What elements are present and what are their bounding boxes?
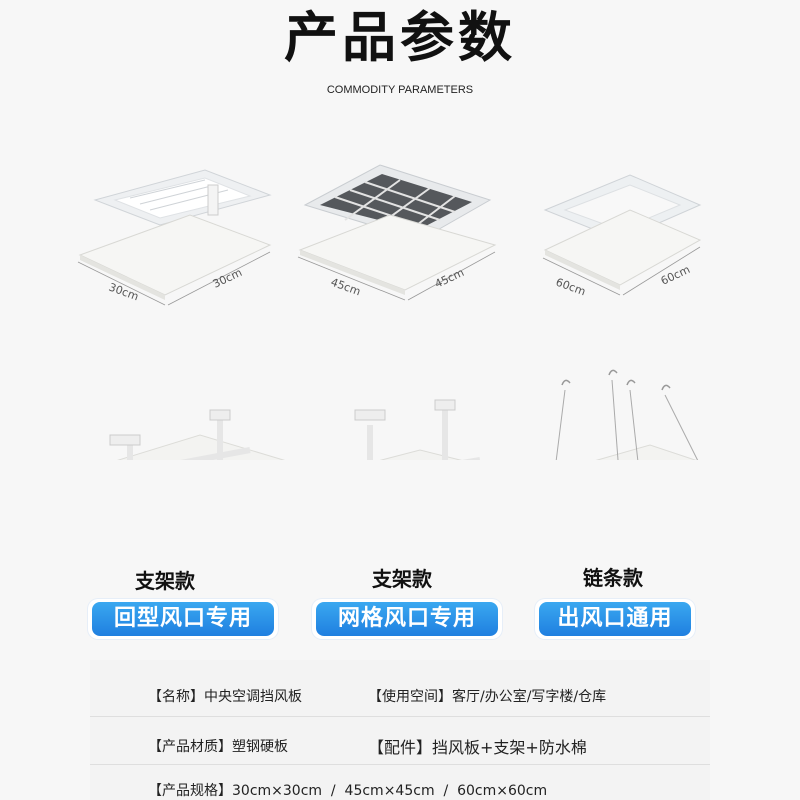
usage-tag-3: 出风口通用 (535, 599, 695, 639)
spec-divider-1 (90, 716, 710, 717)
vent-board-30 (78, 169, 272, 300)
spec-size: 【产品规格】30cm×30cm / 45cm×45cm / 60cm×60cm (148, 780, 547, 800)
spec-accessories-label: 【配件】 (368, 738, 433, 757)
spec-table: 【名称】中央空调挡风板 【使用空间】客厅/办公室/写字楼/仓库 【产品材质】塑钢… (90, 660, 710, 800)
spec-size-value: 30cm×30cm / 45cm×45cm / 60cm×60cm (232, 783, 548, 799)
spec-divider-2 (90, 764, 710, 765)
usage-tag-3-label: 出风口通用 (539, 602, 691, 636)
bracket-board-2 (354, 399, 480, 460)
usage-tag-1: 回型风口专用 (88, 599, 278, 639)
style-type-1: 支架款 (135, 569, 195, 593)
spec-name-label: 【名称】 (148, 689, 204, 705)
spec-accessories: 【配件】挡风板+支架+防水棉 (368, 734, 587, 758)
usage-tag-2: 网格风口专用 (312, 599, 502, 639)
spec-space-label: 【使用空间】 (368, 689, 452, 705)
chain-board-3 (555, 369, 699, 460)
spec-size-label: 【产品规格】 (148, 783, 232, 799)
style-type-3: 链条款 (583, 566, 643, 590)
spec-name-value: 中央空调挡风板 (204, 689, 302, 705)
vent-board-45 (298, 164, 497, 295)
spec-space: 【使用空间】客厅/办公室/写字楼/仓库 (368, 686, 606, 706)
usage-tag-1-label: 回型风口专用 (92, 602, 274, 636)
spec-material-label: 【产品材质】 (148, 739, 232, 755)
page-title: 产品参数 (284, 6, 516, 69)
size-label-60-w: 60cm (554, 276, 587, 299)
spec-material: 【产品材质】塑钢硬板 (148, 736, 288, 756)
spec-material-value: 塑钢硬板 (232, 739, 288, 755)
size-label-60-d: 60cm (659, 263, 692, 288)
bracket-board-1 (109, 409, 286, 460)
spec-accessories-value: 挡风板+支架+防水棉 (432, 738, 587, 757)
vent-board-60 (543, 174, 702, 290)
spec-space-value: 客厅/办公室/写字楼/仓库 (452, 689, 607, 705)
page-subtitle: COMMODITY PARAMETERS (326, 84, 474, 96)
spec-name: 【名称】中央空调挡风板 (148, 686, 302, 706)
usage-tag-2-label: 网格风口专用 (316, 602, 498, 636)
product-illustrations: 30cm 30cm 45cm 45cm 60cm 60cm (77, 164, 702, 460)
style-type-2: 支架款 (372, 567, 432, 591)
size-label-45-w: 45cm (329, 276, 362, 299)
